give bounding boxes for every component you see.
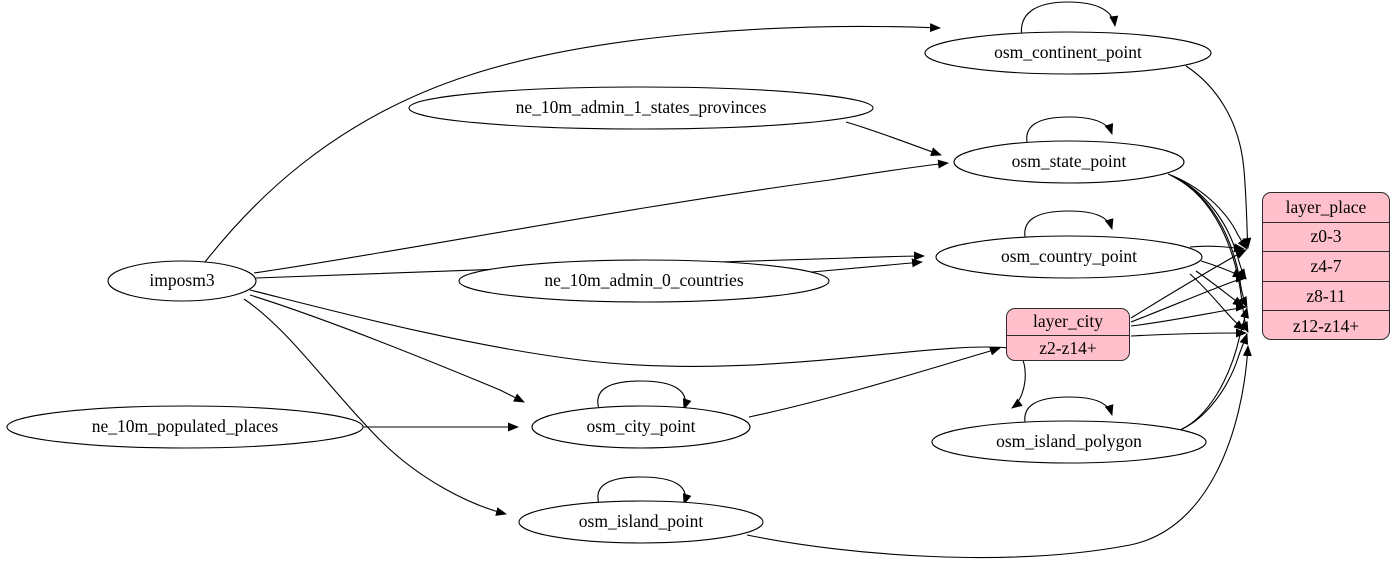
record-row-layer_place-z4-7[interactable]: z4-7 [1263,252,1389,282]
node-osm_state_point[interactable]: osm_state_point [953,140,1185,184]
node-shape-osm_continent_point [924,31,1212,75]
edge-osm_island_point-to-layer_place_z12 [746,345,1252,559]
edge-ne_10m_admin_1_states_provinces-to-osm_state_point [845,121,942,156]
edge-imposm3-to-osm_continent_point [204,23,941,263]
node-ne_10m_admin_1_states_provinces[interactable]: ne_10m_admin_1_states_provinces [408,86,874,130]
node-osm_city_point[interactable]: osm_city_point [531,405,751,449]
edge-osm_city_point-to-layer_city [748,346,1001,418]
edge-osm_country_point-to-layer_place_z0_3 [1189,243,1245,253]
edge-layer_city-to-layer_place_z8_11 [1130,302,1247,327]
node-osm_continent_point[interactable]: osm_continent_point [924,31,1212,75]
node-osm_country_point[interactable]: osm_country_point [935,235,1203,279]
edge-osm_continent_point-to-layer_place_z0_3 [1185,65,1252,249]
record-row-layer_place-layer-place[interactable]: layer_place [1263,193,1389,223]
record-row-layer_place-z8-11[interactable]: z8-11 [1263,282,1389,312]
node-label-ne_10m_admin_0_countries: ne_10m_admin_0_countries [544,270,743,290]
node-shape-osm_island_polygon [931,420,1207,464]
node-label-ne_10m_admin_1_states_provinces: ne_10m_admin_1_states_provinces [516,97,767,117]
record-row-layer_place-z0-3[interactable]: z0-3 [1263,223,1389,253]
edge-osm_island_polygon-to-layer_place_z8_11 [1181,307,1249,430]
edge-layer_city-to-layer_place_z0_3 [1130,249,1247,319]
record-row-layer_city-z2-z14-[interactable]: z2-z14+ [1039,338,1097,359]
edge-imposm3-to-osm_island_polygon [249,289,1026,409]
node-ne_10m_populated_places[interactable]: ne_10m_populated_places [6,405,364,449]
node-label-osm_continent_point: osm_continent_point [994,42,1142,62]
edge-ne_10m_admin_0_countries-to-osm_country_point [811,258,923,273]
edge-osm_country_point-to-layer_place_z8_11 [1195,270,1244,307]
node-label-osm_state_point: osm_state_point [1012,151,1127,171]
edge-imposm3-to-osm_city_point [249,294,525,403]
edge-osm_continent_point-to-osm_continent_point [1020,1,1119,38]
edge-layer_city-to-layer_place_z12 [1130,328,1247,338]
node-osm_island_polygon[interactable]: osm_island_polygon [931,420,1207,464]
nodes-layer: imposm3 ne_10m_admin_1_states_provincesne… [6,31,1212,544]
edge-osm_island_point-to-osm_island_point [597,476,692,508]
edge-osm_island_polygon-to-osm_island_polygon [1024,396,1114,428]
edge-osm_state_point-to-layer_place_z8_11 [1171,175,1248,308]
node-shape-osm_state_point [953,140,1185,184]
edge-osm_state_point-to-osm_state_point [1026,116,1114,148]
edges-layer [204,1,1252,559]
node-shape-ne_10m_populated_places [6,405,364,449]
node-label-osm_island_polygon: osm_island_polygon [996,431,1142,451]
edge-layer_city-to-layer_place_z4_7 [1130,273,1247,323]
edge-imposm3-to-osm_state_point [253,159,949,274]
node-shape-ne_10m_admin_1_states_provinces [408,86,874,130]
edge-osm_state_point-to-layer_place_z0_3 [1167,173,1248,250]
node-label-osm_island_point: osm_island_point [579,511,704,531]
edge-osm_island_polygon-to-layer_place_z12 [1179,333,1249,431]
record-row-layer_place-z12-z14-[interactable]: z12-z14+ [1292,315,1360,336]
node-shape-osm_country_point [935,235,1203,279]
edge-osm_state_point-to-layer_place_z12 [1173,176,1249,333]
edge-osm_country_point-to-layer_place_z12 [1189,273,1245,331]
node-shape-ne_10m_admin_0_countries [458,259,830,303]
node-label-ne_10m_populated_places: ne_10m_populated_places [92,416,279,436]
node-label-osm_city_point: osm_city_point [587,416,696,436]
node-ne_10m_admin_0_countries[interactable]: ne_10m_admin_0_countries [458,259,830,303]
node-shape-osm_island_point [518,500,764,544]
node-osm_island_point[interactable]: osm_island_point [518,500,764,544]
edge-imposm3-to-osm_island_point [243,298,507,516]
node-shape-osm_city_point [531,405,751,449]
node-label-osm_country_point: osm_country_point [1001,246,1137,266]
node-shape-imposm3 [107,260,257,302]
edge-osm_city_point-to-osm_city_point [597,380,692,413]
record-row-layer_city-layer-city[interactable]: layer_city [1007,309,1129,336]
node-imposm3[interactable]: imposm3 [107,260,257,302]
edge-osm_country_point-to-osm_country_point [1024,210,1114,243]
node-label-imposm3: imposm3 [149,270,214,290]
